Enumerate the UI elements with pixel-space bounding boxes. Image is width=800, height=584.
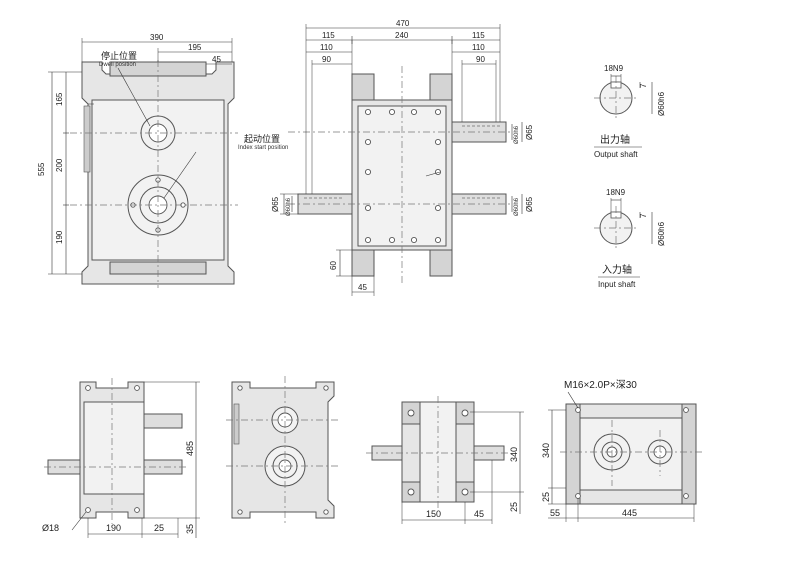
dim-110-right: 110 [472,43,485,52]
top-view [288,66,512,286]
bottom-view-3 [366,396,510,508]
dim-d65-output: Ø65 [525,124,534,140]
dwell-position-en: Dwell position [99,62,136,68]
bottom-view-2 [226,376,340,524]
index-start-en: Index start position [238,145,288,151]
dim-d65-input-left: Ø65 [271,196,280,212]
dim-340-view4: 340 [541,443,551,458]
dim-d18: Ø18 [42,523,59,533]
dim-470: 470 [396,19,410,28]
bottom-view-1-dimensions: 485 35 190 25 Ø18 [42,381,200,538]
dim-485: 485 [185,441,195,456]
dim-190-bottom: 190 [106,523,121,533]
dim-390: 390 [150,33,164,42]
dim-240: 240 [395,31,409,40]
dim-115-right: 115 [472,31,485,40]
dim-d60-output: Ø60h6 [514,125,520,144]
dim-190: 190 [55,230,64,244]
tap-note: M16×2.0P×深30 [564,379,637,391]
dim-555: 555 [37,162,46,176]
output-shaft-en: Output shaft [594,150,638,159]
input-shaft-cn: 入力轴 [602,263,632,276]
top-view-dimensions: 470 115 240 115 110 90 110 90 Ø65 Ø60h6 … [271,19,534,296]
dim-165: 165 [55,92,64,106]
dim-25-view3: 25 [509,502,519,512]
output-shaft-cn: 出力轴 [600,133,630,146]
bottom-view-3-dimensions: 340 25 150 45 [401,411,524,524]
input-shaft-detail: 18N9 7 Ø60h6 入力轴 Input shaft [594,188,666,289]
dia-60h6-input: Ø60h6 [657,221,666,246]
dim-45-view3: 45 [474,509,484,519]
bottom-view-4 [560,391,702,505]
dim-150: 150 [426,509,441,519]
dim-90-right: 90 [476,55,485,64]
dim-d60-input-left: Ø60h6 [286,197,292,216]
dim-25-bottom: 25 [154,523,164,533]
dim-d60-input-right: Ø60h6 [514,197,520,216]
dim-195: 195 [188,43,202,52]
key-18n9-input: 18N9 [606,188,626,197]
dim-60: 60 [329,261,338,270]
dim-7-output: 7 [639,83,648,88]
dim-115-left: 115 [322,31,335,40]
dim-200: 200 [55,158,64,172]
dwell-position-cn: 停止位置 [101,50,137,61]
dia-60h6-output: Ø60h6 [657,91,666,116]
bottom-view-4-dimensions: M16×2.0P×深30 340 25 55 445 [541,379,695,522]
input-shaft-en: Input shaft [598,280,636,289]
dim-445: 445 [622,508,637,518]
front-view [70,60,238,288]
dim-340-view3: 340 [509,447,519,462]
dim-35: 35 [185,524,195,534]
dim-7-input: 7 [639,213,648,218]
key-18n9-output: 18N9 [604,64,624,73]
dim-110-left: 110 [320,43,333,52]
bottom-view-1 [44,378,186,531]
dim-55: 55 [550,508,560,518]
front-view-dimensions: 390 195 45 555 165 200 190 停止位置 Dwell po… [37,33,288,275]
dim-45-front: 45 [212,55,221,64]
output-shaft-detail: 18N9 7 Ø60h6 出力轴 Output shaft [594,64,666,159]
dim-25-view4: 25 [541,492,551,502]
dim-90-left: 90 [322,55,331,64]
dim-d65-input-right: Ø65 [525,196,534,212]
dim-45-top: 45 [358,283,367,292]
index-start-cn: 起动位置 [244,133,280,144]
